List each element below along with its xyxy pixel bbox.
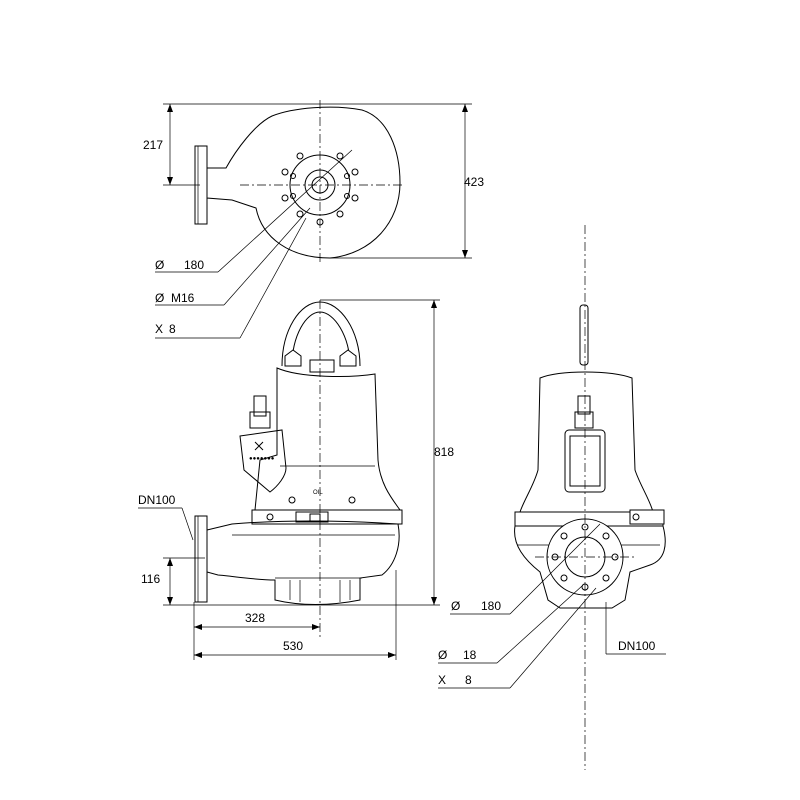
dim-818: 818 <box>434 445 454 459</box>
side-view: Ø 180 Ø 18 X 8 DN100 <box>438 225 666 770</box>
label-flange-diameter: 180 <box>184 258 204 272</box>
label-bolt-count: 8 <box>169 322 176 336</box>
logo-dots: ●●●●●●● <box>249 456 275 462</box>
front-view: ●●●●●●● OIL DN100 116 <box>138 299 454 660</box>
dim-116: 116 <box>141 572 160 586</box>
diameter-symbol: Ø <box>451 599 460 613</box>
side-pump-body <box>514 525 666 609</box>
cable-gland <box>253 395 267 417</box>
side-label-bolt-count: 8 <box>465 673 472 687</box>
outlet-flange <box>194 515 208 603</box>
clamp-lock <box>295 511 329 523</box>
dim-217: 217 <box>143 138 163 152</box>
dim-423: 423 <box>464 175 484 189</box>
nameplate <box>239 429 287 493</box>
side-label-flange-diameter: 180 <box>481 599 501 613</box>
motor-housing <box>254 367 401 511</box>
side-handle <box>579 304 589 366</box>
dim-530: 530 <box>283 639 303 653</box>
oil-mark: OIL <box>313 490 323 496</box>
diameter-symbol: Ø <box>438 648 447 662</box>
dim-328: 328 <box>245 611 265 625</box>
label-outlet-dn: DN100 <box>138 493 176 507</box>
volute-body <box>206 520 400 605</box>
label-bolt-thread: M16 <box>171 291 195 305</box>
side-label-outlet-dn: DN100 <box>618 639 656 653</box>
side-motor-housing <box>519 371 654 513</box>
diameter-symbol: Ø <box>155 258 164 272</box>
diameter-symbol: Ø <box>155 291 164 305</box>
side-label-hole-diameter: 18 <box>463 648 477 662</box>
motor-top-cap <box>309 359 335 373</box>
count-symbol: X <box>438 673 446 687</box>
volute-outline <box>206 106 401 259</box>
count-symbol: X <box>155 322 163 336</box>
top-view: 217 423 Ø 180 Ø M16 X 8 <box>143 100 484 339</box>
